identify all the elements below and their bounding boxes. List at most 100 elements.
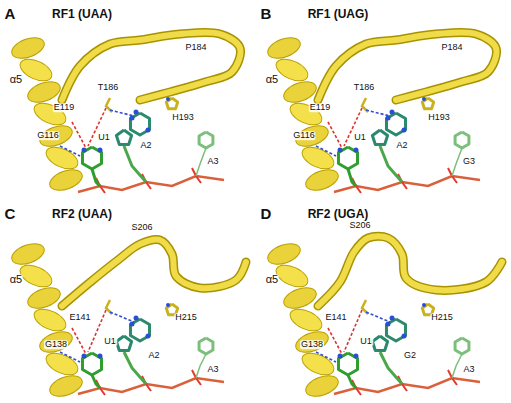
residue-label: H215 <box>430 313 454 322</box>
residue-label: G116 <box>292 131 315 140</box>
sugar-stick <box>380 352 402 384</box>
nucleotide-label: G3 <box>462 157 476 166</box>
residue-label: G138 <box>300 340 324 349</box>
residue-label: G138 <box>44 340 68 349</box>
helix-ribbon <box>43 349 81 380</box>
nucleotide-base <box>455 132 469 148</box>
nucleotide-label: A2 <box>139 141 152 150</box>
loop-tube <box>62 32 241 100</box>
panel-title: RF2 (UGA) <box>307 208 370 221</box>
loop-tube <box>62 239 246 306</box>
residue-label: T186 <box>353 83 376 92</box>
helix-ribbon <box>9 34 47 63</box>
helix-ribbon <box>25 78 63 107</box>
helix-ribbon <box>43 143 81 174</box>
helix-ribbon <box>281 284 319 313</box>
helix-ribbon <box>9 240 47 269</box>
panel-letter: D <box>260 206 273 222</box>
residue-label: H215 <box>174 313 198 322</box>
residue-label: E141 <box>68 313 91 322</box>
nitrogen-atom <box>82 354 87 359</box>
residue-label: T186 <box>97 83 120 92</box>
residue-label: E119 <box>309 103 331 112</box>
nitrogen-atom <box>338 354 343 359</box>
nucleotide-label: U1 <box>353 133 367 142</box>
sugar-stick <box>124 146 146 182</box>
nucleotide-base <box>116 336 131 350</box>
loop-tube <box>318 32 497 100</box>
nitrogen-atom <box>98 148 103 153</box>
hydrogen-bond <box>328 122 342 148</box>
hydrogen-bond <box>60 146 80 156</box>
hydrogen-bond <box>72 122 86 148</box>
nitrogen-atom <box>146 334 151 339</box>
helix-ribbon <box>299 143 337 174</box>
residue-label: G116 <box>36 131 59 140</box>
nucleotide-label: U1 <box>359 337 373 346</box>
sugar-stick <box>452 148 462 176</box>
helix-ribbon <box>265 240 303 269</box>
nucleotide-label: U1 <box>103 337 117 346</box>
nitrogen-atom <box>146 128 151 133</box>
hydrogen-bond <box>72 328 86 354</box>
helix-ribbon <box>37 328 75 357</box>
nucleotide-label: A2 <box>147 351 160 360</box>
residue-label: H193 <box>427 113 451 122</box>
nucleotide-base <box>82 353 101 375</box>
nucleotide-base <box>455 338 469 354</box>
panel-structure <box>9 239 246 400</box>
sugar-stick <box>380 146 402 182</box>
sugar-stick <box>196 148 206 176</box>
residue-label: H193 <box>171 113 195 122</box>
residue-label: S206 <box>348 221 371 230</box>
nucleotide-base <box>386 113 405 135</box>
helix-ribbon <box>37 122 75 151</box>
panel-letter: B <box>260 6 273 22</box>
nitrogen-atom <box>134 316 139 321</box>
sugar-stick <box>452 354 462 378</box>
hydrogen-bond <box>110 312 134 322</box>
nucleotide-label: A3 <box>206 157 219 166</box>
helix-label: α5 <box>9 274 23 286</box>
nitrogen-atom <box>166 97 170 101</box>
hydrogen-bond <box>60 352 80 362</box>
nucleotide-base <box>116 130 131 144</box>
nitrogen-atom <box>402 128 407 133</box>
nitrogen-atom <box>82 148 87 153</box>
histidine-ring <box>422 98 433 109</box>
sugar-stick <box>124 352 146 384</box>
nitrogen-atom <box>390 316 395 321</box>
helix-ribbon <box>293 122 331 151</box>
helix-ribbon <box>265 34 303 63</box>
nitrogen-atom <box>354 354 359 359</box>
panel-structure <box>265 32 497 194</box>
panel-title: RF1 (UAG) <box>307 8 370 21</box>
hydrogen-bond <box>316 352 336 362</box>
panel-title: RF2 (UAA) <box>51 208 113 221</box>
hydrogen-bond <box>366 312 390 322</box>
residue-label: P184 <box>440 43 463 52</box>
nucleotide-base <box>338 353 357 375</box>
sugar-stick <box>196 354 206 378</box>
nitrogen-atom <box>422 97 426 101</box>
residue-label: E119 <box>53 103 75 112</box>
sugar-stick <box>348 169 356 186</box>
nitrogen-atom <box>390 110 395 115</box>
nucleotide-label: A3 <box>206 365 219 374</box>
residue-label: P184 <box>184 43 207 52</box>
hydrogen-bond <box>366 110 390 116</box>
nitrogen-atom <box>134 110 139 115</box>
panel-structure <box>9 32 241 194</box>
nitrogen-atom <box>166 303 170 307</box>
sugar-stick <box>348 375 356 388</box>
helix-ribbon <box>47 372 85 401</box>
panel-structure <box>265 236 502 400</box>
helix-label: α5 <box>9 74 23 86</box>
histidine-ring <box>166 98 177 109</box>
nucleotide-label: U1 <box>97 133 111 142</box>
nucleotide-label: G2 <box>403 351 417 360</box>
nucleotide-base <box>199 132 213 148</box>
nitrogen-atom <box>338 148 343 153</box>
